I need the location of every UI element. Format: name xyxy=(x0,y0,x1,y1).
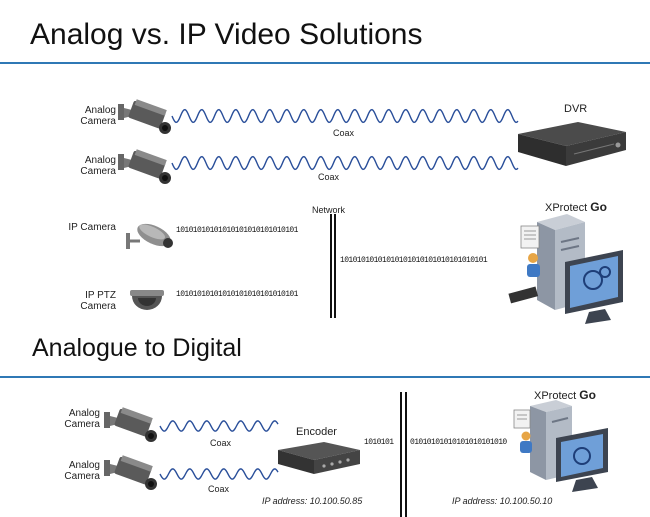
xprotect-label: XProtect xyxy=(534,390,577,402)
coax-label-1: Coax xyxy=(210,438,232,448)
server-workstation-icon xyxy=(508,214,623,324)
coax-wave-2 xyxy=(159,468,279,480)
server-workstation-icon xyxy=(513,400,608,492)
main-title: Analog vs. IP Video Solutions xyxy=(30,18,423,51)
network-label: Network xyxy=(312,205,346,215)
coax-label-2: Coax xyxy=(318,172,340,182)
analog-vs-ip-panel: Analog Camera Analog Camera IP Camera IP… xyxy=(68,99,626,324)
network-bus xyxy=(400,392,407,517)
coax-label-1: Coax xyxy=(333,128,355,138)
network-to-server-bitstream: 01010101010101010101010 xyxy=(410,438,507,447)
analog-camera-label-2: Analog Camera xyxy=(64,460,100,482)
xprotect-go-label: XProtect Go xyxy=(534,388,596,402)
coax-label-2: Coax xyxy=(208,484,230,494)
xprotect-go-label: XProtect Go xyxy=(545,200,607,214)
go-label: Go xyxy=(590,200,607,214)
analog-camera-icon xyxy=(118,99,171,134)
analog-camera-icon xyxy=(118,149,171,184)
ip-ptz-camera-label: IP PTZ Camera xyxy=(80,290,116,312)
server-ip-address: IP address: 10.100.50.10 xyxy=(452,496,553,506)
analog-camera-icon xyxy=(104,455,157,490)
analog-camera-icon xyxy=(104,407,157,442)
ptz-dome-camera-icon xyxy=(130,290,164,310)
go-label: Go xyxy=(579,388,596,402)
ip-camera-label: IP Camera xyxy=(68,222,116,233)
ip-camera-bitstream: 10101010101010101010101010101 xyxy=(176,226,298,235)
coax-wave-1 xyxy=(159,420,279,432)
encoder-ip-address: IP address: 10.100.50.85 xyxy=(262,496,363,506)
coax-wave-1 xyxy=(171,108,519,124)
ip-camera-icon xyxy=(126,223,173,249)
title-rule-top xyxy=(0,62,650,64)
dvr-icon xyxy=(518,122,626,166)
network-bus xyxy=(330,214,336,318)
encoder-bitstream: 1010101 xyxy=(364,438,394,447)
encoder-icon xyxy=(278,442,360,474)
ptz-camera-bitstream: 10101010101010101010101010101 xyxy=(176,290,298,299)
dvr-label: DVR xyxy=(564,103,588,115)
coax-wave-2 xyxy=(171,155,519,171)
analog-camera-label-2: Analog Camera xyxy=(80,155,116,177)
analog-camera-label-1: Analog Camera xyxy=(80,105,116,127)
analog-camera-label-1: Analog Camera xyxy=(64,408,100,430)
section-title: Analogue to Digital xyxy=(32,334,242,362)
encoder-label: Encoder xyxy=(296,426,337,438)
network-to-server-bitstream: 10101010101010101010101010101010101 xyxy=(340,256,488,265)
title-rule-bottom xyxy=(0,376,650,378)
analogue-to-digital-panel: Analog Camera Analog Camera Coax Coax En… xyxy=(0,380,650,517)
xprotect-label: XProtect xyxy=(545,202,588,214)
